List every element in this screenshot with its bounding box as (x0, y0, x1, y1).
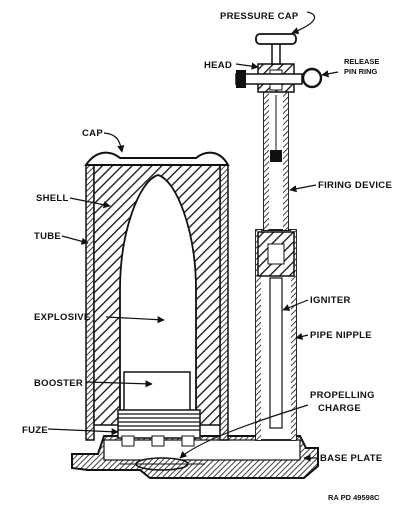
fuze-shape (117, 409, 201, 447)
release-pin-shape (235, 67, 323, 89)
leader-lines (47, 11, 339, 462)
label-firing-device: FIRING DEVICE (318, 180, 392, 191)
explosive-cavity (119, 174, 197, 426)
label-fuze: FUZE (22, 425, 48, 436)
label-pipe-nipple: PIPE NIPPLE (310, 330, 372, 341)
leader-pipe-nipple (295, 332, 309, 340)
label-igniter: IGNITER (310, 295, 351, 306)
label-head: HEAD (204, 60, 232, 71)
label-release-pin-ring-2: PIN RING (344, 67, 378, 76)
label-shell: SHELL (36, 193, 69, 204)
leader-shell (69, 197, 111, 209)
pressure-cap-shape (255, 33, 297, 65)
leader-fuze (47, 428, 119, 436)
figure-code: RA PD 49598C (328, 493, 380, 502)
label-explosive: EXPLOSIVE (34, 312, 91, 323)
firing-device-shape (263, 89, 289, 231)
leader-head (235, 62, 259, 70)
label-base-plate: BASE PLATE (320, 453, 382, 464)
leader-firing-device (289, 184, 317, 193)
leader-tube (61, 235, 89, 245)
label-release-pin-ring-1: RELEASE (344, 57, 379, 66)
leader-explosive (105, 316, 165, 324)
label-cap: CAP (82, 128, 103, 139)
leader-pressure-cap (291, 11, 316, 34)
leader-cap (103, 132, 125, 153)
leader-booster (85, 380, 153, 388)
label-propelling-charge-2: CHARGE (318, 403, 361, 414)
propelling-charge-shape (120, 457, 205, 471)
booster-shape (123, 371, 191, 413)
shell-shape (93, 164, 221, 426)
label-propelling-charge-1: PROPELLING (310, 390, 375, 401)
leader-propelling-charge (179, 404, 309, 459)
leader-igniter (282, 299, 309, 311)
coupling-shape (257, 231, 295, 277)
cap-shape (84, 151, 230, 166)
label-booster: BOOSTER (34, 378, 83, 389)
label-pressure-cap: PRESSURE CAP (220, 11, 299, 22)
igniter-shape (269, 277, 283, 429)
leader-release-pin-ring (321, 70, 339, 78)
label-tube: TUBE (34, 231, 61, 242)
label-group: PRESSURE CAP HEAD RELEASE PIN RING CAP S… (22, 11, 392, 502)
base-plate-shape (71, 435, 319, 479)
